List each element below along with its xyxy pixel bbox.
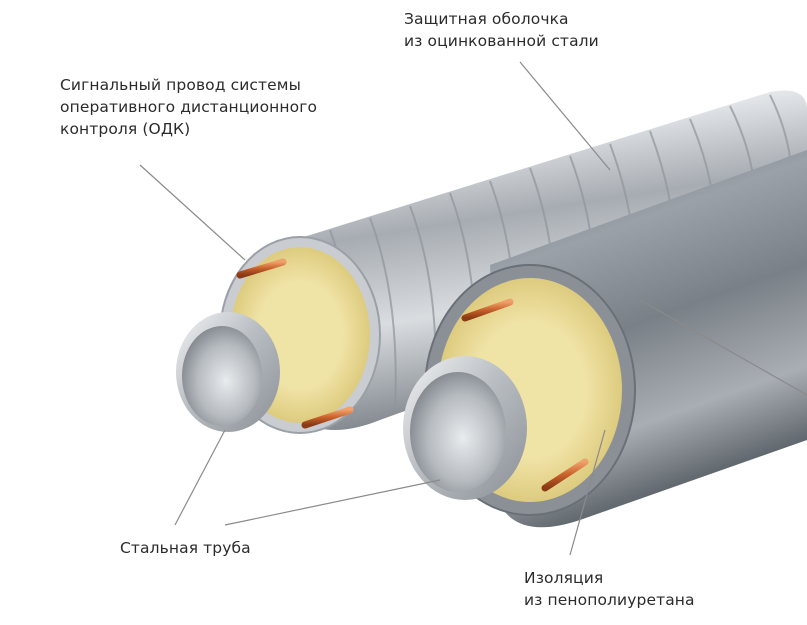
leader-front-shell (639, 299, 807, 396)
leader-foam-insulation (569, 429, 606, 556)
label-protective-shell: Защитная оболочка из оцинкованной стали (404, 10, 599, 50)
label-foam-insulation: Изоляция из пенополиуретана (524, 569, 695, 609)
leader-steel-pipe-back (174, 429, 226, 526)
leader-protective-shell (519, 61, 611, 171)
label-signal-wire: Сигнальный провод системы оперативного д… (60, 76, 318, 138)
front-pipe-bore (410, 372, 506, 492)
front-pipe-signal-wires (461, 298, 589, 492)
label-steel-pipe: Стальная труба (120, 539, 251, 557)
leader-lines (139, 61, 807, 556)
leader-signal-wire (139, 164, 246, 261)
leader-steel-pipe-front (224, 479, 441, 526)
front-pipe (403, 150, 807, 528)
back-pipe-bore (182, 326, 262, 426)
back-pipe-signal-wires (236, 258, 354, 429)
